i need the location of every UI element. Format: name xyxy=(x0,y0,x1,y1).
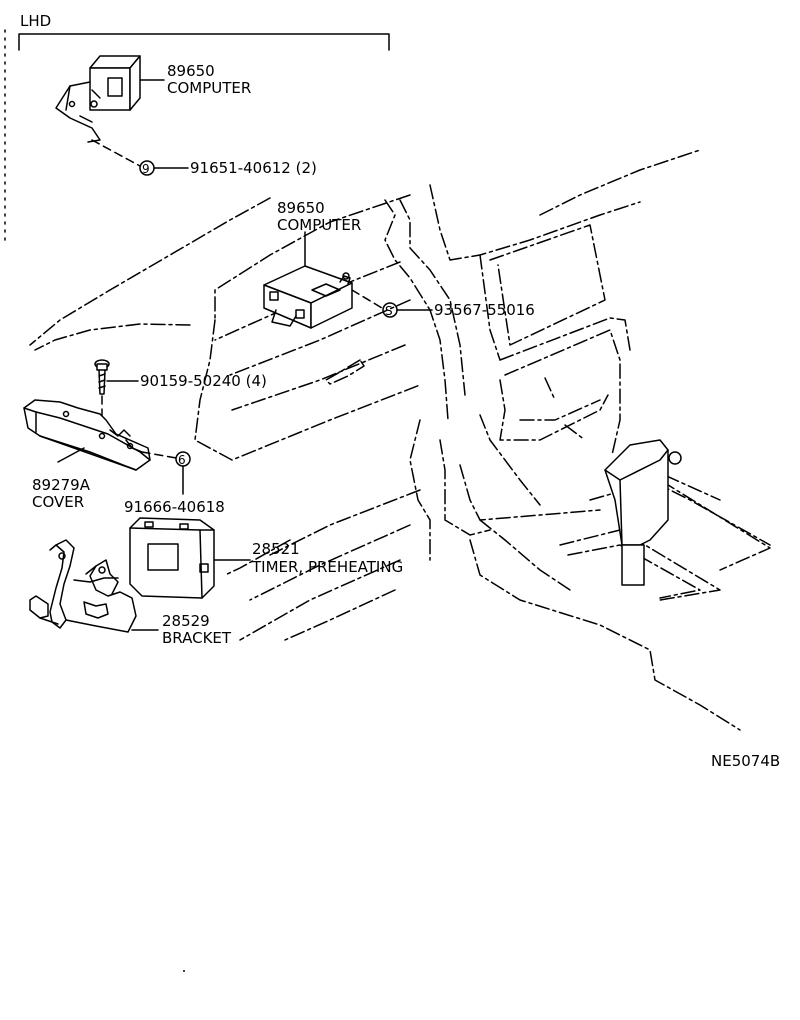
lhd-bracket-line xyxy=(18,33,390,51)
timer-drawing xyxy=(129,517,215,599)
callout-bolt-lhd: 91651-40612 (2) xyxy=(190,159,317,177)
circled-symbol-icon: 9 xyxy=(139,160,155,176)
computer-drawing xyxy=(263,265,353,329)
cover-drawing xyxy=(23,399,151,471)
svg-text:9: 9 xyxy=(142,162,150,176)
callout-computer-lhd-name: COMPUTER xyxy=(167,79,251,97)
callout-nut: 93567-55016 xyxy=(434,301,535,319)
leader-bolt-dashed xyxy=(141,451,177,459)
callout-screw: 90159-50240 (4) xyxy=(140,372,267,390)
callout-timer-number: 28521 xyxy=(252,540,300,558)
shift-lever-drawing xyxy=(604,439,682,586)
leader-bolt-lhd-dashed xyxy=(91,139,141,167)
section-label: LHD xyxy=(20,12,51,30)
callout-cover-number: 89279A xyxy=(32,476,91,494)
svg-text:6: 6 xyxy=(178,453,186,467)
svg-text:S: S xyxy=(385,304,393,318)
circled-symbol-icon: S xyxy=(382,302,398,318)
callout-computer-name: COMPUTER xyxy=(277,216,361,234)
figure-code: NE5074B xyxy=(711,752,780,770)
callout-bracket-number: 28529 xyxy=(162,612,210,630)
callout-bolt: 91666-40618 xyxy=(124,498,225,516)
circled-symbol-icon: 6 xyxy=(175,451,191,467)
screw-drawing xyxy=(94,359,110,395)
callout-bracket-name: BRACKET xyxy=(162,629,232,647)
callout-timer-name: TIMER, PREHEATING xyxy=(251,558,403,576)
callout-computer-lhd-number: 89650 xyxy=(167,62,215,80)
callout-computer-number: 89650 xyxy=(277,199,325,217)
bracket-drawing xyxy=(29,539,137,633)
leader-nut-dashed xyxy=(351,289,383,309)
callout-cover-name: COVER xyxy=(32,493,84,511)
speck xyxy=(183,970,185,972)
leader-cover xyxy=(57,447,85,463)
computer-lhd-drawing xyxy=(55,55,141,143)
